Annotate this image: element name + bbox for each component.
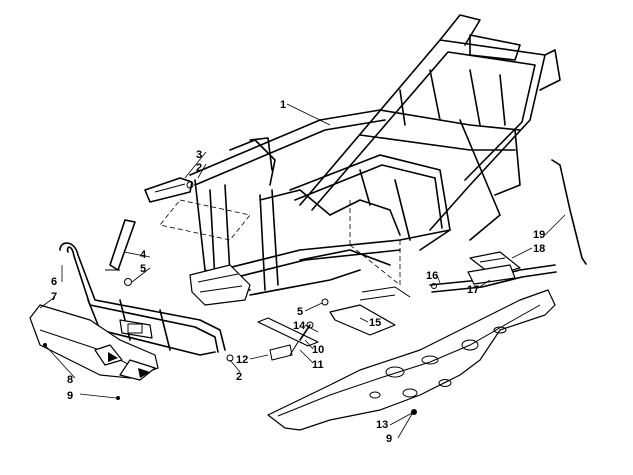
callout-15: 15: [369, 317, 381, 329]
floor-blocks: [257, 286, 411, 347]
callout-10: 10: [312, 344, 324, 356]
callout-19: 19: [533, 229, 545, 241]
main-skid-plate: [267, 289, 556, 431]
rear-bracket: [429, 251, 557, 293]
support-strut: [105, 219, 136, 271]
callout-labels: 1 2 2 3 4 5 5 6 7 8 9 9 10 11 12 13 14 1…: [51, 99, 545, 445]
footrest-bracket: [144, 177, 194, 203]
front-skid-plate: [29, 304, 159, 381]
callout-9-bottom: 9: [386, 433, 392, 445]
callout-17: 17: [467, 284, 479, 296]
leader-lines: [39, 103, 566, 439]
callout-1: 1: [280, 99, 286, 111]
callout-16: 16: [426, 270, 438, 282]
callout-5-upper: 5: [140, 263, 146, 275]
callout-4: 4: [140, 249, 147, 261]
callout-9-left: 9: [67, 390, 73, 402]
callout-2-upper: 2: [196, 162, 202, 174]
callout-3: 3: [196, 149, 202, 161]
callout-8: 8: [67, 374, 73, 386]
callout-6: 6: [51, 276, 57, 288]
front-bumper: [59, 242, 226, 356]
main-frame: [159, 14, 561, 306]
callout-14: 14: [293, 320, 306, 332]
callout-7: 7: [51, 291, 57, 303]
callout-2-lower: 2: [236, 371, 242, 383]
callout-18: 18: [533, 243, 545, 255]
callout-12: 12: [236, 354, 248, 366]
callout-11: 11: [312, 359, 324, 371]
callout-5-lower: 5: [297, 306, 303, 318]
rear-rod: [551, 159, 587, 265]
fasteners: [43, 278, 437, 400]
callout-13: 13: [376, 419, 388, 431]
